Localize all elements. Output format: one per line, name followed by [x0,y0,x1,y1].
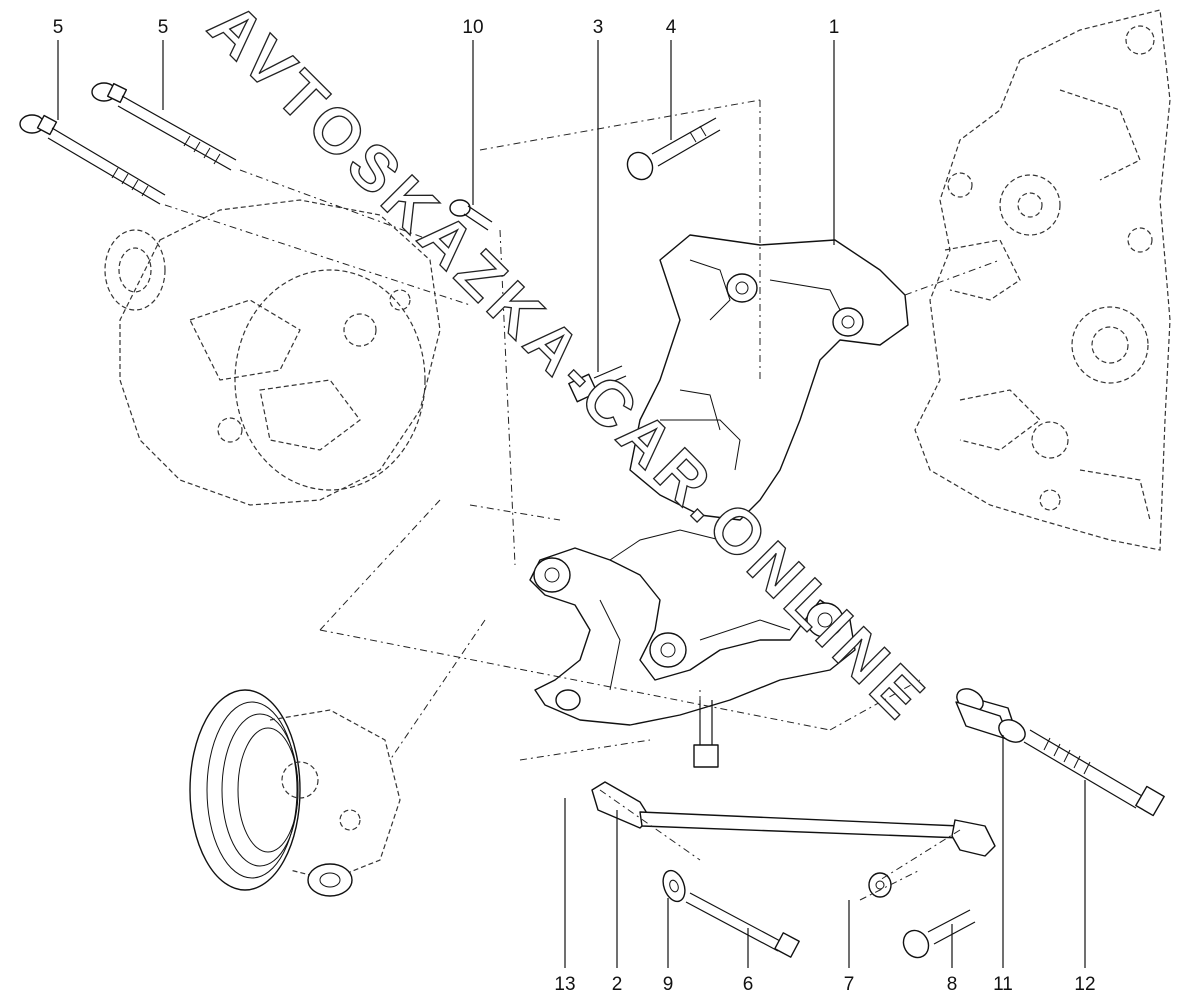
watermark-text: AVTOSKAZKA-CAR.ONLINE [195,0,942,736]
callout-5a: 5 [53,17,64,38]
bolt-4 [626,117,721,181]
spacer-sleeve [955,688,1026,743]
alternator-outline [104,199,441,506]
bolt-3 [568,365,627,403]
bolt-6 [685,892,800,958]
callout-2: 2 [612,974,623,995]
callout-5b: 5 [158,17,169,38]
callout-4: 4 [666,17,677,38]
bolt-10 [449,199,493,231]
assembly-dash-lines [164,99,1001,901]
callout-12: 12 [1074,974,1095,995]
tie-rod [591,781,996,857]
bolt-8 [902,909,976,959]
callout-leaders [57,40,1086,968]
callout-10: 10 [462,17,483,38]
washer-9 [662,869,686,903]
bracket-upper [629,234,909,521]
callout-11: 11 [993,974,1013,995]
bolt-5-long-right [91,82,237,171]
bolt-5-long-left [19,114,166,205]
bracket-lower [529,529,856,726]
pulley-assembly [189,689,401,897]
bolt-12 [1023,729,1165,817]
callout-3: 3 [593,17,604,38]
callout-8: 8 [947,974,958,995]
nut-7 [868,872,892,898]
callout-1: 1 [829,17,840,38]
callout-9: 9 [663,974,674,995]
callout-7: 7 [844,974,855,995]
callout-13: 13 [554,974,575,995]
engine-block-outline [914,9,1171,551]
callout-6: 6 [743,974,754,995]
bolt-13 [693,700,719,768]
